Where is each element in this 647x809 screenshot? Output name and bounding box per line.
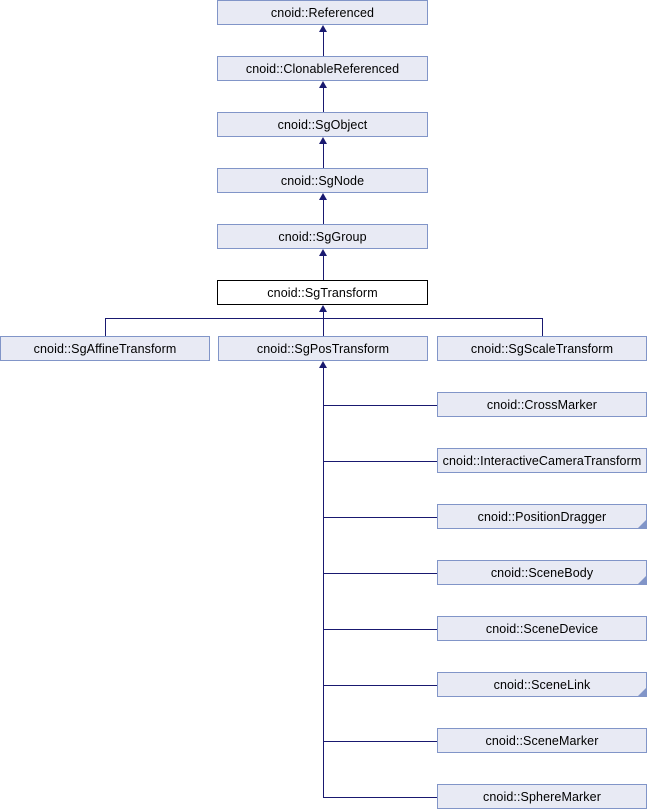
class-node-label: cnoid::Referenced xyxy=(270,5,375,20)
edge-sg-transform-to-sg-group xyxy=(322,256,324,280)
class-node-label: cnoid::SceneMarker xyxy=(485,733,599,748)
class-node-scene-body[interactable]: cnoid::SceneBody xyxy=(437,560,647,585)
class-node-label: cnoid::PositionDragger xyxy=(477,509,607,524)
class-node-sg-scale-transform[interactable]: cnoid::SgScaleTransform xyxy=(437,336,647,361)
class-node-label: cnoid::SgPosTransform xyxy=(256,341,390,356)
class-node-label: cnoid::InteractiveCameraTransform xyxy=(442,453,642,468)
class-node-sg-affine-transform[interactable]: cnoid::SgAffineTransform xyxy=(0,336,210,361)
edge-trunk-to-cross-marker xyxy=(323,405,437,406)
arrowhead-sg-node xyxy=(318,137,327,144)
arrowhead-sg-object xyxy=(318,81,327,88)
arrowhead-sg-group xyxy=(318,193,327,200)
class-node-sg-node[interactable]: cnoid::SgNode xyxy=(217,168,428,193)
edge-derived-trunk xyxy=(323,368,324,797)
class-node-sphere-marker[interactable]: cnoid::SphereMarker xyxy=(437,784,647,809)
class-node-label: cnoid::SgGroup xyxy=(278,229,367,244)
edge-trunk-to-sphere-marker xyxy=(323,797,437,798)
class-node-label: cnoid::SceneLink xyxy=(493,677,591,692)
edge-trunk-to-scene-marker xyxy=(323,741,437,742)
arrowhead-sgtransform-children xyxy=(318,305,327,312)
arrowhead-sgpostransform-children xyxy=(319,361,327,368)
class-node-sg-object[interactable]: cnoid::SgObject xyxy=(217,112,428,137)
class-node-sg-group[interactable]: cnoid::SgGroup xyxy=(217,224,428,249)
edge-trunk-to-scene-device xyxy=(323,629,437,630)
edge-sg-group-to-sg-node xyxy=(322,200,324,224)
edge-sgtransform-stem xyxy=(322,312,324,318)
edge-bus-to-sg-scale-transform xyxy=(542,318,543,336)
class-node-label: cnoid::CrossMarker xyxy=(486,397,598,412)
class-node-scene-marker[interactable]: cnoid::SceneMarker xyxy=(437,728,647,753)
class-node-position-dragger[interactable]: cnoid::PositionDragger xyxy=(437,504,647,529)
edge-trunk-to-interactive-camera-transform xyxy=(323,461,437,462)
edge-sg-node-to-sg-object xyxy=(322,144,324,168)
edge-clonable-referenced-to-referenced xyxy=(322,32,324,56)
edge-trunk-to-scene-body xyxy=(323,573,437,574)
edge-bus-to-sg-pos-transform xyxy=(323,318,324,336)
class-node-label: cnoid::SgObject xyxy=(277,117,368,132)
class-node-label: cnoid::SgScaleTransform xyxy=(470,341,614,356)
class-node-sg-transform[interactable]: cnoid::SgTransform xyxy=(217,280,428,305)
class-node-label: cnoid::SceneBody xyxy=(490,565,594,580)
class-node-label: cnoid::SgNode xyxy=(280,173,365,188)
edge-trunk-to-scene-link xyxy=(323,685,437,686)
arrowhead-sg-transform xyxy=(318,249,327,256)
edge-trunk-to-position-dragger xyxy=(323,517,437,518)
class-node-label: cnoid::SgTransform xyxy=(267,285,378,300)
class-node-sg-pos-transform[interactable]: cnoid::SgPosTransform xyxy=(218,336,428,361)
class-node-label: cnoid::SceneDevice xyxy=(485,621,599,636)
class-node-referenced[interactable]: cnoid::Referenced xyxy=(217,0,428,25)
arrowhead-clonable-referenced xyxy=(318,25,327,32)
edge-bus-to-sg-affine-transform xyxy=(105,318,106,336)
class-node-interactive-camera-transform[interactable]: cnoid::InteractiveCameraTransform xyxy=(437,448,647,473)
class-node-scene-device[interactable]: cnoid::SceneDevice xyxy=(437,616,647,641)
class-node-clonable-referenced[interactable]: cnoid::ClonableReferenced xyxy=(217,56,428,81)
class-node-label: cnoid::ClonableReferenced xyxy=(245,61,400,76)
class-node-cross-marker[interactable]: cnoid::CrossMarker xyxy=(437,392,647,417)
class-node-label: cnoid::SphereMarker xyxy=(483,789,601,804)
class-node-label: cnoid::SgAffineTransform xyxy=(33,341,177,356)
class-node-scene-link[interactable]: cnoid::SceneLink xyxy=(437,672,647,697)
edge-sg-object-to-clonable-referenced xyxy=(322,88,324,112)
